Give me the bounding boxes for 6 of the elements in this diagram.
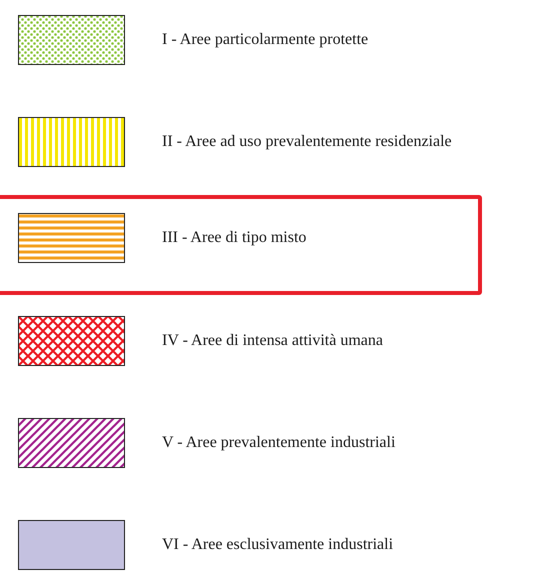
legend-text: II - Aree ad uso prevalentemente residenziale xyxy=(162,132,452,152)
legend-text: VI - Aree esclusivamente industriali xyxy=(162,535,394,555)
legend-text: V - Aree prevalentemente industriali xyxy=(162,433,396,453)
legend-text: III - Aree di tipo misto xyxy=(162,228,306,248)
legend-text: IV - Aree di intensa attività umana xyxy=(162,331,383,351)
legend-text: I - Aree particolarmente protette xyxy=(162,30,368,50)
